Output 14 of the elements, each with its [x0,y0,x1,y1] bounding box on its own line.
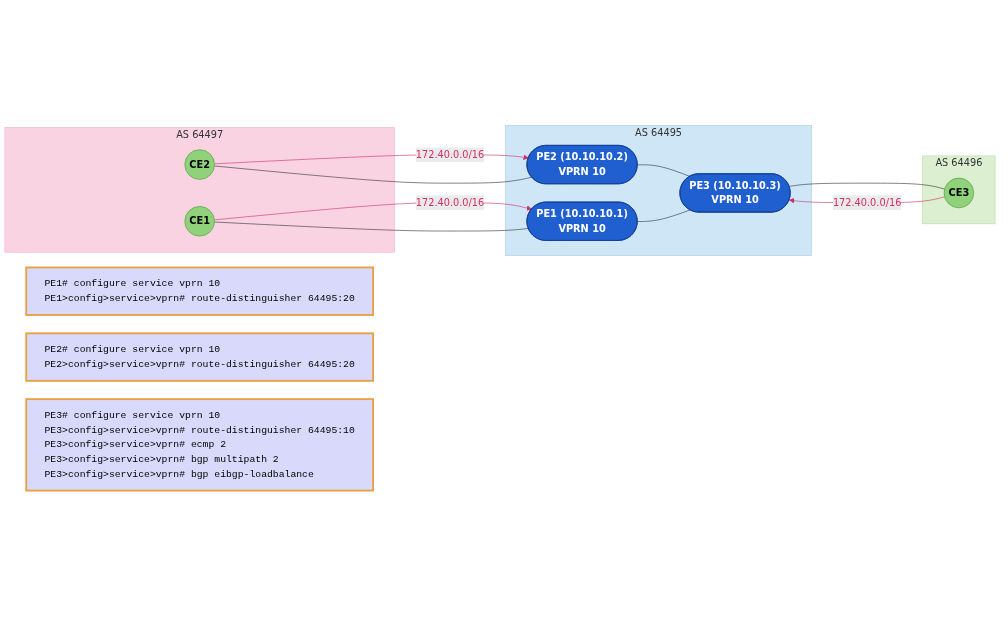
node-circle: CE1 [184,206,215,237]
edge-label: 172.40.0.0/16 [832,196,902,209]
node-box: PE2# configure service vprn 10 PE2>config>service>vprn# route-distinguisher 64495:20 [25,332,375,382]
node-circle: CE3 [943,177,975,209]
node-box: PE1# configure service vprn 10 PE1>config>service>vprn# route-distinguisher 64495:20 [25,266,375,316]
connector [637,164,691,177]
connector [214,165,532,184]
connector [788,182,945,190]
node-circle: CE2 [184,149,215,180]
edge-label: 172.40.0.0/16 [415,148,485,161]
node-box: PE3# configure service vprn 10 PE3>config>service>vprn# route-distinguisher 64495:10 PE3>config>service>vprn# ecmp 2 PE3>config>service>vprn# bgp multipath 2 PE3>config>service>vprn# bgp eibgp-loadbalance [25,398,375,492]
edge-label: 172.40.0.0/16 [415,196,485,209]
connector [637,209,691,222]
connector [214,221,529,232]
